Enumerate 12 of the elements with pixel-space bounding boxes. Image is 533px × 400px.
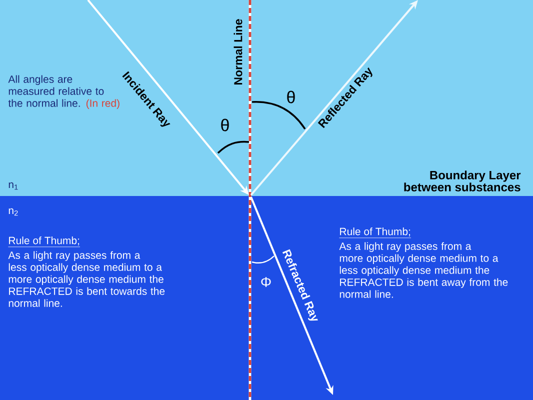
angle-symbol: Φ	[261, 277, 271, 287]
rule-text: As a light ray passes from a less optically dense medium to a more optically dense medium the REFRACTED is bent towards the normal line.	[8, 251, 165, 307]
rule-text: As a light ray passes from a more optically dense medium to a less optically dense medium the REFRACTED is bent away from the normal line.	[339, 242, 508, 298]
rule-heading: Rule of Thumb;	[339, 228, 412, 238]
index-label: n$_{1}$	[8, 182, 18, 190]
angle-symbol: θ	[221, 118, 229, 132]
angle-symbol: θ	[287, 90, 295, 104]
note-text: All angles are measured relative to the normal line. (In red)	[8, 75, 120, 109]
boundary-label: Boundary Layer between substances	[404, 170, 521, 192]
line-label: Normal Line	[234, 19, 242, 84]
index-label: n$_{2}$	[8, 208, 18, 216]
rule-heading: Rule of Thumb;	[8, 236, 80, 248]
